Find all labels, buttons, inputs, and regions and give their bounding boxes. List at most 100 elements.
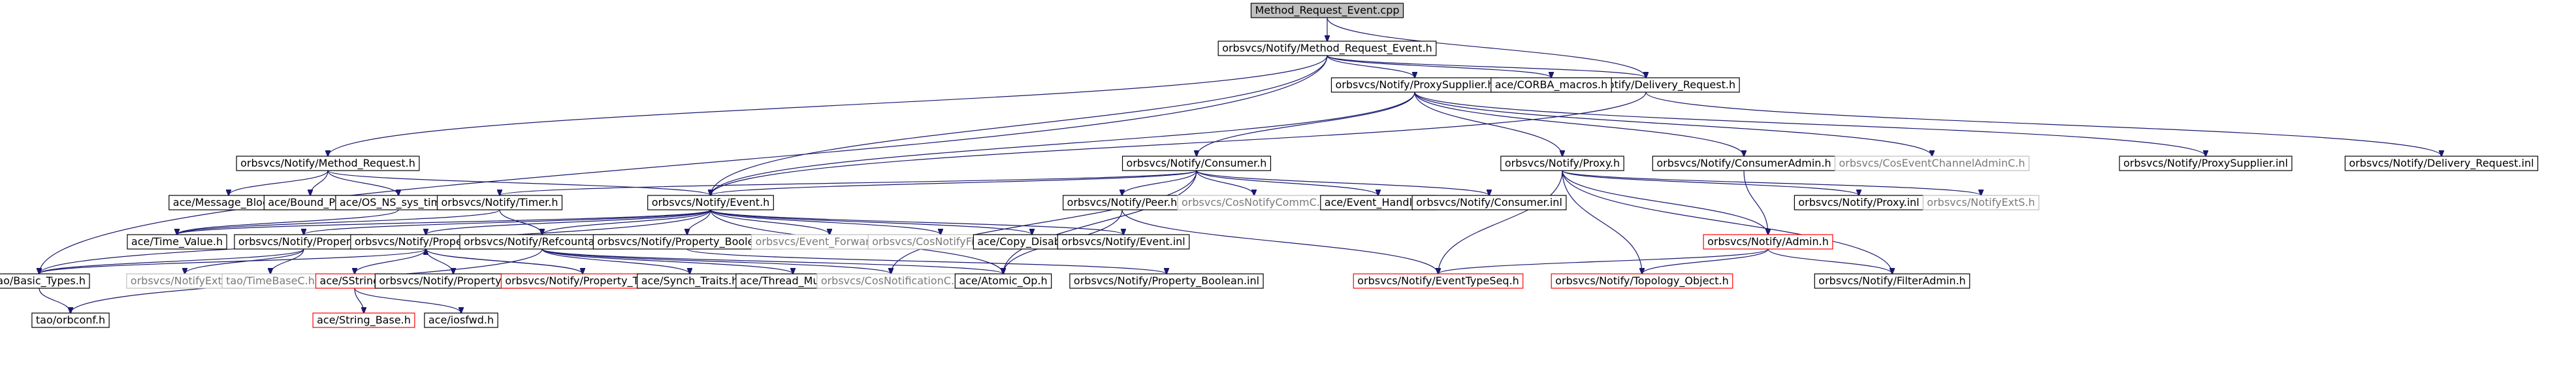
graph-node[interactable]: orbsvcs/Notify/Property_Boolean.inl: [1069, 273, 1264, 289]
node-box[interactable]: [1814, 273, 1971, 289]
node-box[interactable]: [1411, 195, 1567, 210]
node-box[interactable]: [127, 234, 227, 250]
dependency-edge: [711, 92, 1415, 195]
dependency-edge: [1121, 209, 1438, 274]
graph-node[interactable]: orbsvcs/Notify/Property.h: [234, 234, 374, 250]
dependency-edge: [39, 248, 304, 274]
dependency-edge: [1327, 17, 1646, 78]
node-box[interactable]: [1217, 41, 1437, 56]
dependency-edge: [39, 248, 427, 274]
node-box[interactable]: [424, 312, 498, 328]
node-label: orbsvcs/Notify/Method_Request_Event.h: [1222, 42, 1432, 55]
node-box[interactable]: [1500, 156, 1624, 171]
dependency-edge: [541, 248, 690, 274]
graph-node[interactable]: orbsvcs/Notify/Event.inl: [1057, 234, 1190, 250]
dependency-edge: [1197, 92, 1415, 156]
node-box[interactable]: [312, 312, 415, 328]
edges-layer: [39, 17, 2441, 313]
node-box[interactable]: [1057, 234, 1190, 250]
node-box[interactable]: [1250, 3, 1404, 18]
graph-node[interactable]: orbsvcs/Notify/Admin.h: [1703, 234, 1833, 250]
node-label: orbsvcs/Notify/Proxy.inl: [1798, 196, 1919, 208]
node-label: orbsvcs/Notify/Topology_Object.h: [1555, 274, 1729, 288]
graph-node[interactable]: ace/String_Base.h: [312, 312, 415, 328]
dependency-edge: [711, 92, 1647, 195]
graph-node[interactable]: orbsvcs/Notify/Consumer.h: [1121, 156, 1272, 171]
dependency-edge: [1562, 170, 1981, 195]
node-box[interactable]: [1121, 156, 1272, 171]
graph-node[interactable]: ace/Time_Value.h: [127, 234, 227, 250]
graph-node[interactable]: orbsvcs/Notify/Consumer.inl: [1411, 195, 1567, 210]
graph-node[interactable]: orbsvcs/Notify/Refcountable.h: [459, 234, 625, 250]
dependency-edge: [1196, 170, 1254, 195]
dependency-edge: [710, 209, 829, 235]
graph-node[interactable]: orbsvcs/Notify/Method_Request.h: [236, 156, 420, 171]
graph-node[interactable]: orbsvcs/Notify/Proxy.h: [1500, 156, 1624, 171]
graph-node[interactable]: ace/CORBA_macros.h: [1490, 77, 1612, 93]
node-box[interactable]: [31, 312, 110, 328]
graph-node[interactable]: orbsvcs/Notify/ConsumerAdmin.h: [1652, 156, 1836, 171]
node-box[interactable]: [1069, 273, 1264, 289]
graph-node[interactable]: orbsvcs/Notify/Delivery_Request.inl: [2344, 156, 2539, 171]
graph-node[interactable]: Method_Request_Event.cpp: [1250, 3, 1404, 18]
graph-node[interactable]: orbsvcs/Notify/Property_Boolean.h: [592, 234, 782, 250]
graph-node[interactable]: tao/orbconf.h: [31, 312, 110, 328]
graph-node[interactable]: ace/Message_Block.h: [169, 195, 289, 210]
graph-node[interactable]: orbsvcs/Notify/Property_T.cpp: [500, 273, 665, 289]
graph-node[interactable]: orbsvcs/CosNotificationC.h: [816, 273, 965, 289]
node-box[interactable]: [1551, 273, 1733, 289]
graph-node[interactable]: orbsvcs/Notify/ProxySupplier.inl: [2119, 156, 2293, 171]
graph-node[interactable]: orbsvcs/Notify/EventTypeSeq.h: [1353, 273, 1524, 289]
graph-node[interactable]: ace/Bound_Ptr.h: [263, 195, 357, 210]
node-box[interactable]: [2344, 156, 2539, 171]
dependency-edge: [327, 170, 398, 195]
dependency-edge: [354, 288, 364, 313]
graph-node[interactable]: orbsvcs/Notify/Timer.h: [436, 195, 563, 210]
node-box[interactable]: [647, 195, 774, 210]
node-label: orbsvcs/CosEventChannelAdminC.h: [1839, 157, 2025, 169]
node-box[interactable]: [1922, 195, 2040, 210]
graph-node[interactable]: orbsvcs/Notify/Method_Request_Event.h: [1217, 41, 1437, 56]
graph-node[interactable]: orbsvcs/Notify/Peer.h: [1063, 195, 1182, 210]
dependency-edge: [500, 170, 1197, 195]
node-box[interactable]: [2119, 156, 2293, 171]
dependency-edge: [310, 170, 329, 195]
node-box[interactable]: [1834, 156, 2030, 171]
graph-node[interactable]: orbsvcs/Notify/Event.h: [647, 195, 774, 210]
dependency-edge: [1003, 170, 1197, 274]
dependency-edge: [1196, 170, 1378, 195]
graph-node[interactable]: orbsvcs/NotifyExtC.h: [126, 273, 244, 289]
dependency-edge: [686, 248, 1167, 274]
node-box[interactable]: [236, 156, 420, 171]
node-box[interactable]: [1703, 234, 1833, 250]
graph-node[interactable]: tao/TimeBaseC.h: [221, 273, 319, 289]
graph-node[interactable]: orbsvcs/NotifyExtS.h: [1922, 195, 2040, 210]
node-box[interactable]: [1490, 77, 1612, 93]
node-box[interactable]: [0, 273, 90, 289]
node-label: ace/Atomic_Op.h: [959, 274, 1047, 288]
graph-node[interactable]: ace/OS_NS_sys_time.h: [335, 195, 462, 210]
graph-node[interactable]: orbsvcs/Notify/FilterAdmin.h: [1814, 273, 1971, 289]
graph-node[interactable]: orbsvcs/Notify/Property_T.inl: [374, 273, 532, 289]
graph-node[interactable]: orbsvcs/CosEventChannelAdminC.h: [1834, 156, 2030, 171]
node-box[interactable]: [436, 195, 563, 210]
node-box[interactable]: [954, 273, 1052, 289]
graph-node[interactable]: orbsvcs/Notify/ProxySupplier.h: [1330, 77, 1499, 93]
graph-node[interactable]: ace/Synch_Traits.h: [637, 273, 743, 289]
graph-node[interactable]: orbsvcs/Notify/Topology_Object.h: [1551, 273, 1733, 289]
graph-node[interactable]: ace/Event_Handler.h: [1320, 195, 1436, 210]
graph-node[interactable]: tao/Basic_Types.h: [0, 273, 90, 289]
node-label: orbsvcs/Notify/Property_T.cpp: [505, 274, 660, 288]
node-label: ace/Message_Block.h: [173, 196, 284, 209]
graph-node[interactable]: ace/Atomic_Op.h: [954, 273, 1052, 289]
node-box[interactable]: [1353, 273, 1524, 289]
node-label: orbsvcs/Notify/FilterAdmin.h: [1818, 274, 1965, 287]
graph-node[interactable]: ace/iosfwd.h: [424, 312, 498, 328]
graph-node[interactable]: orbsvcs/CosNotifyCommC.h: [1177, 195, 1331, 210]
node-label: ace/Synch_Traits.h: [641, 274, 739, 288]
node-label: orbsvcs/Notify/Delivery_Request.inl: [2349, 157, 2534, 170]
graph-node[interactable]: orbsvcs/Notify/Proxy.inl: [1794, 195, 1924, 210]
node-label: orbsvcs/NotifyExtC.h: [131, 274, 239, 287]
dependency-edge: [1196, 170, 1489, 195]
